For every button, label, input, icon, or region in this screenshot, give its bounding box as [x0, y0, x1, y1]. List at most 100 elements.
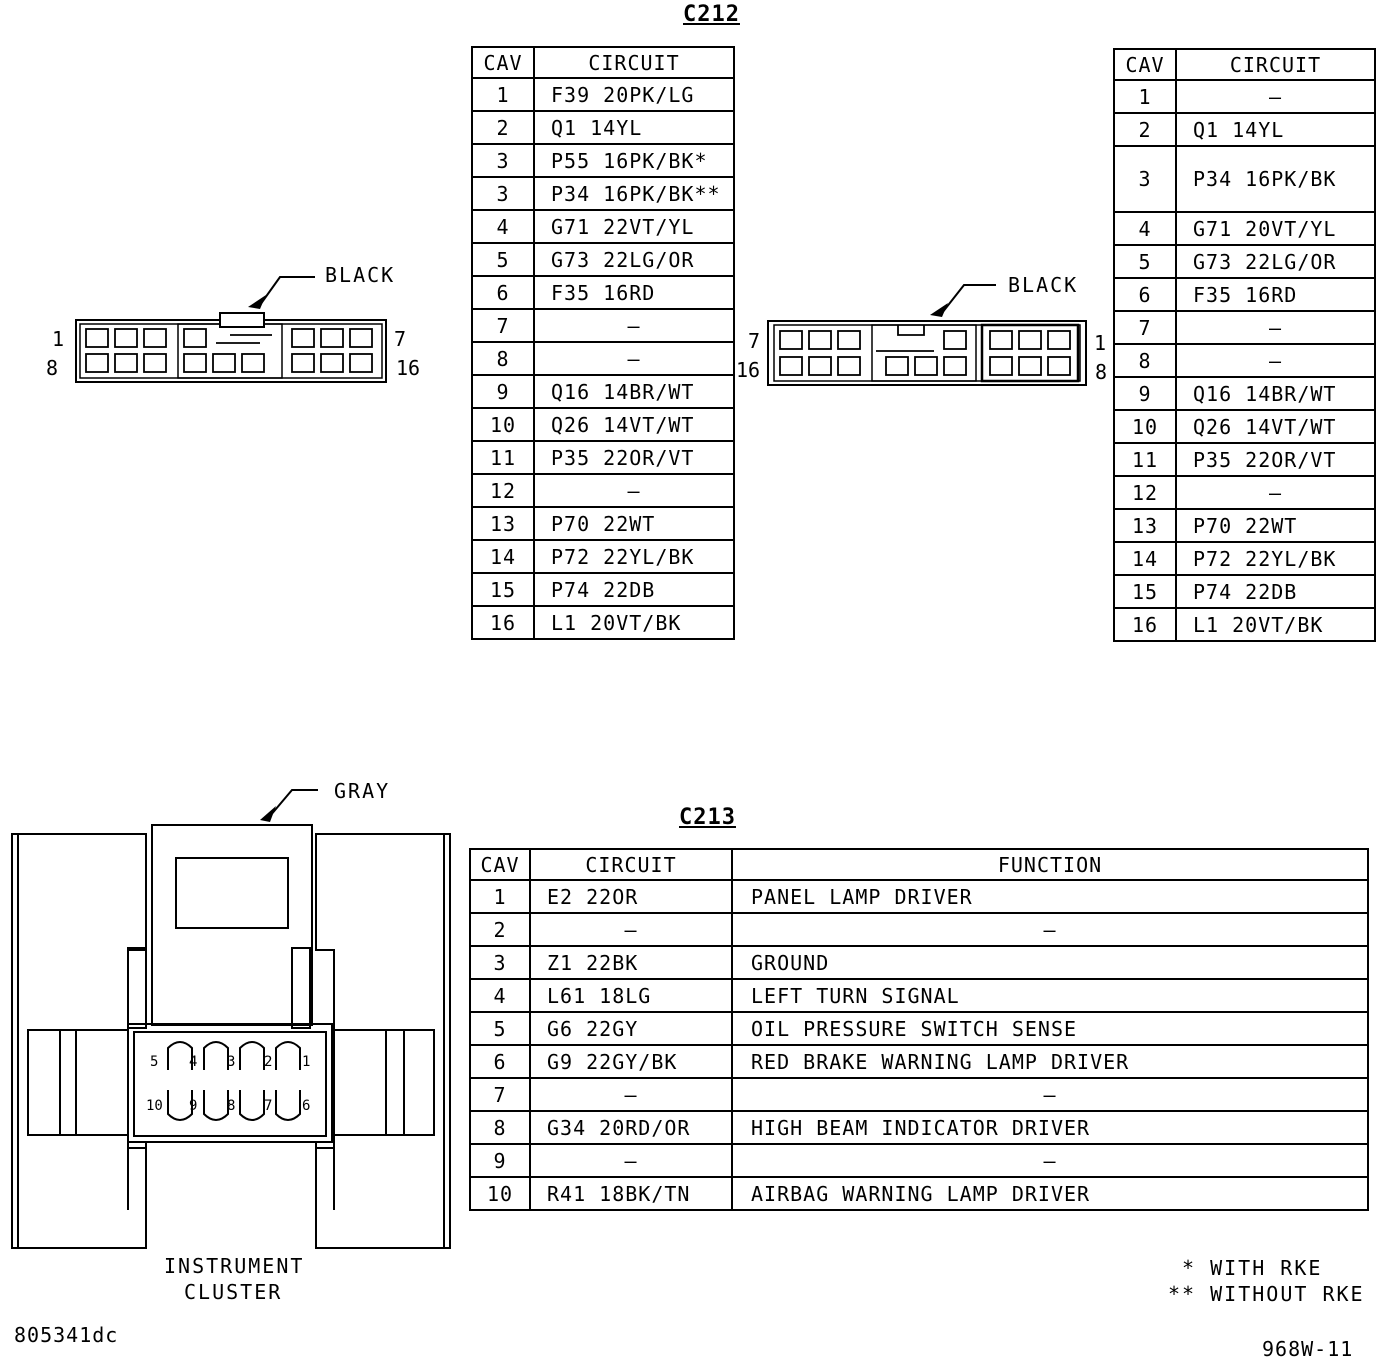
c212-right-connector	[767, 284, 1087, 386]
circuit-cell: P70 22WT	[1175, 508, 1376, 543]
table-row: 12–	[471, 473, 735, 508]
function-cell: –	[731, 1077, 1369, 1112]
cav-cell: 4	[471, 209, 535, 244]
function-cell: RED BRAKE WARNING LAMP DRIVER	[731, 1044, 1369, 1079]
table-row: 8–	[1113, 343, 1376, 378]
circuit-cell: R41 18BK/TN	[529, 1176, 733, 1211]
circuit-cell: –	[533, 341, 735, 376]
cav-cell: 5	[1113, 244, 1177, 279]
cav-cell: 6	[471, 275, 535, 310]
cav-cell: 11	[471, 440, 535, 475]
column-header-cav: CAV	[469, 848, 531, 881]
c212-title: C212	[683, 2, 740, 27]
cav-cell: 16	[1113, 607, 1177, 642]
cav-cell: 3	[471, 176, 535, 211]
footer-right-code: 968W-11	[1262, 1337, 1354, 1361]
table-row: 2––	[469, 912, 1369, 947]
cav-cell: 8	[469, 1110, 531, 1145]
table-header-row: CAV CIRCUIT	[471, 46, 735, 79]
circuit-cell: P34 16PK/BK**	[533, 176, 735, 211]
function-cell: GROUND	[731, 945, 1369, 980]
c213-caption-line2: CLUSTER	[184, 1280, 283, 1304]
cav-cell: 11	[1113, 442, 1177, 477]
table-row: 1–	[1113, 79, 1376, 114]
c213-caption-line1: INSTRUMENT	[164, 1254, 305, 1278]
table-row: 7–	[1113, 310, 1376, 345]
cav-cell: 8	[471, 341, 535, 376]
circuit-cell: Q1 14YL	[1175, 112, 1376, 147]
circuit-cell: P72 22YL/BK	[1175, 541, 1376, 576]
table-header-row: CAV CIRCUIT FUNCTION	[469, 848, 1369, 881]
circuit-cell: P74 22DB	[1175, 574, 1376, 609]
cav-cell: 16	[471, 605, 535, 640]
cav-cell: 10	[469, 1176, 531, 1211]
c213-pin-bottom-2: 9	[189, 1098, 198, 1114]
c212-left-connector	[75, 276, 387, 383]
circuit-cell: –	[529, 912, 733, 947]
function-cell: PANEL LAMP DRIVER	[731, 879, 1369, 914]
circuit-cell: Q26 14VT/WT	[533, 407, 735, 442]
circuit-cell: E2 22OR	[529, 879, 733, 914]
cav-cell: 10	[471, 407, 535, 442]
cav-cell: 15	[471, 572, 535, 607]
cav-cell: 3	[1113, 145, 1177, 213]
circuit-cell: P55 16PK/BK*	[533, 143, 735, 178]
c213-pin-top-1: 5	[150, 1054, 159, 1070]
function-cell: –	[731, 912, 1369, 947]
circuit-cell: –	[1175, 475, 1376, 510]
footer-left-code: 805341dc	[14, 1323, 119, 1347]
cav-cell: 2	[469, 912, 531, 947]
column-header-circuit: CIRCUIT	[1175, 48, 1376, 81]
cav-cell: 3	[469, 945, 531, 980]
cav-cell: 4	[1113, 211, 1177, 246]
circuit-cell: Q1 14YL	[533, 110, 735, 145]
cav-cell: 14	[1113, 541, 1177, 576]
table-header-row: CAV CIRCUIT	[1113, 48, 1376, 81]
cav-cell: 1	[471, 77, 535, 112]
table-row: 9––	[469, 1143, 1369, 1178]
circuit-cell: F35 16RD	[533, 275, 735, 310]
c213-pin-top-4: 2	[264, 1054, 273, 1070]
circuit-cell: Q26 14VT/WT	[1175, 409, 1376, 444]
circuit-cell: G9 22GY/BK	[529, 1044, 733, 1079]
c213-pin-bottom-4: 7	[264, 1098, 273, 1114]
column-header-cav: CAV	[471, 46, 535, 79]
cav-cell: 9	[471, 374, 535, 409]
cav-cell: 9	[469, 1143, 531, 1178]
cav-cell: 7	[471, 308, 535, 343]
cav-cell: 6	[1113, 277, 1177, 312]
circuit-cell: L1 20VT/BK	[533, 605, 735, 640]
circuit-cell: F35 16RD	[1175, 277, 1376, 312]
note-without-rke: ** WITHOUT RKE	[1168, 1282, 1365, 1306]
cav-cell: 4	[469, 978, 531, 1013]
c212-left-color-label: BLACK	[325, 263, 396, 287]
c212-right-color-label: BLACK	[1008, 273, 1079, 297]
circuit-cell: G73 22LG/OR	[533, 242, 735, 277]
c212-right-pin-bottom-left: 16	[736, 358, 761, 382]
cav-cell: 12	[1113, 475, 1177, 510]
circuit-cell: G73 22LG/OR	[1175, 244, 1376, 279]
